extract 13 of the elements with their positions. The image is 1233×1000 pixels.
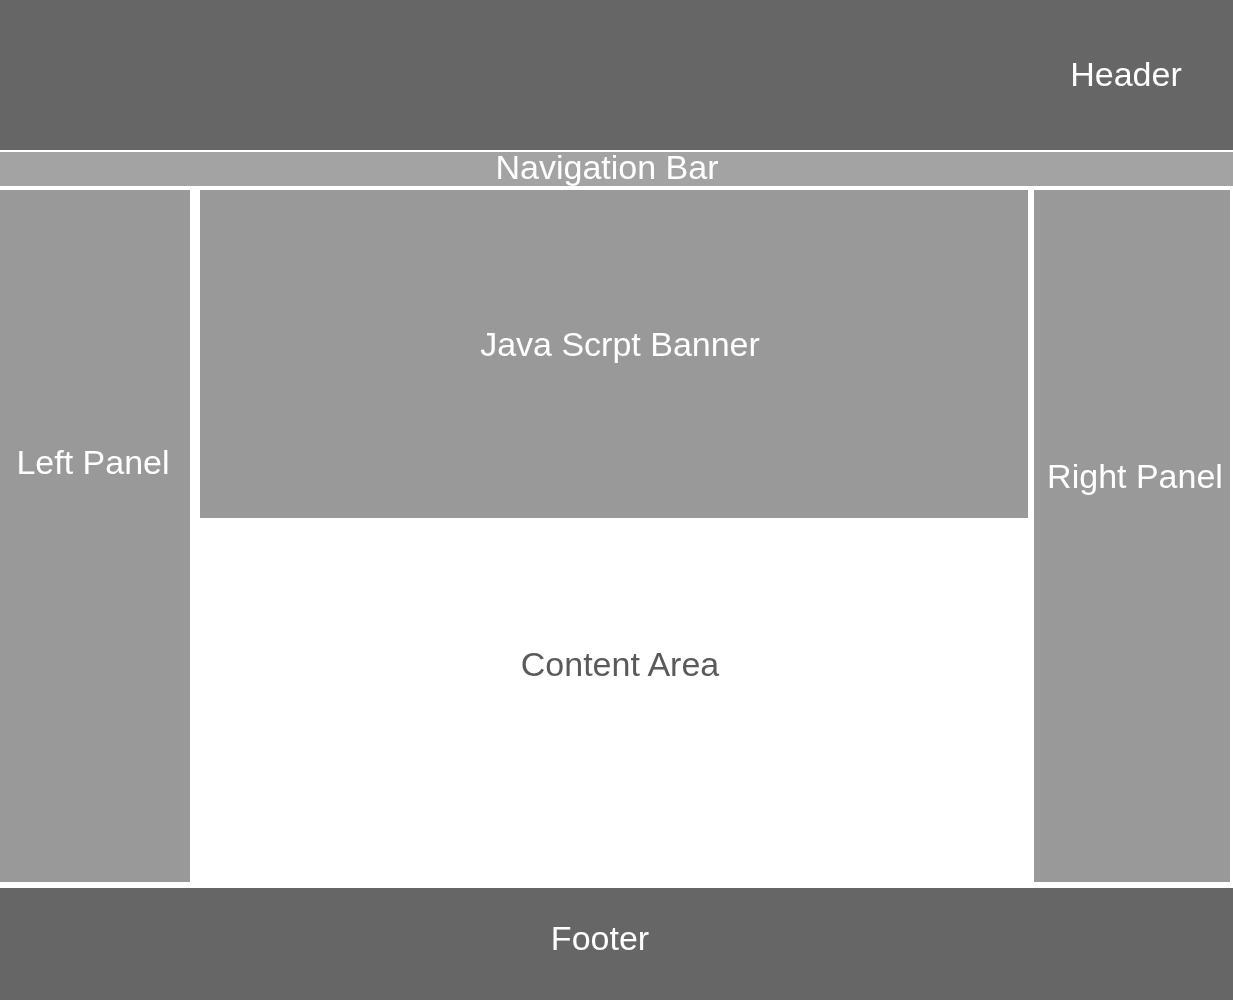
navigation-bar (0, 152, 1233, 186)
side-panel (1034, 190, 1230, 882)
header-label: Header (1070, 57, 1182, 92)
side-panel (0, 190, 190, 882)
footer-label: Footer (550, 921, 650, 956)
banner-label: Java Scrpt Banner (480, 327, 760, 362)
footer-bar (0, 888, 1233, 1000)
header-bar (0, 0, 1233, 150)
content-label: Content Area (520, 647, 720, 682)
banner-panel (200, 190, 1028, 518)
nav-label: Navigation Bar (495, 150, 719, 185)
panel-label: Left Panel (16, 445, 170, 480)
panel-label: Right Panel (1047, 459, 1223, 494)
